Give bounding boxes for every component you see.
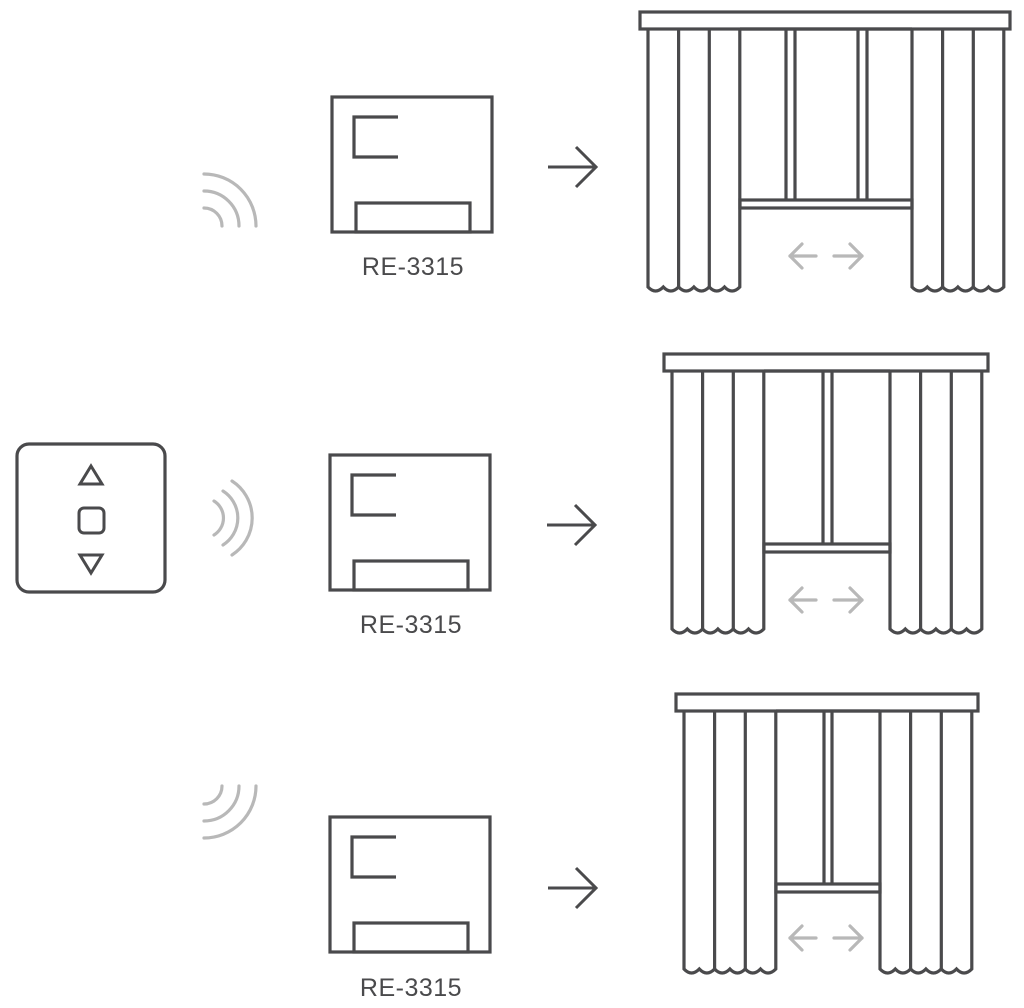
arrow-right-icon xyxy=(545,503,597,547)
arrow-right-icon xyxy=(546,145,598,189)
open-close-arrows-icon xyxy=(788,242,864,270)
curtain-window xyxy=(638,10,1012,293)
receiver-unit xyxy=(328,453,492,592)
arrow-right-icon xyxy=(546,866,598,910)
receiver-model-label: RE-3315 xyxy=(360,611,462,639)
receiver-unit xyxy=(330,95,494,234)
curtain-window xyxy=(662,352,990,635)
stop-square-icon[interactable] xyxy=(77,506,106,535)
curtain-window xyxy=(674,692,980,975)
down-triangle-icon[interactable] xyxy=(77,553,105,576)
signal-waves-icon xyxy=(202,172,258,840)
open-close-arrows-icon xyxy=(788,924,864,952)
receiver-model-label: RE-3315 xyxy=(362,253,464,281)
receiver-unit xyxy=(328,815,492,954)
open-close-arrows-icon xyxy=(788,586,864,614)
up-triangle-icon[interactable] xyxy=(77,463,105,486)
wall-remote[interactable] xyxy=(15,442,167,594)
receiver-model-label: RE-3315 xyxy=(360,974,462,1002)
